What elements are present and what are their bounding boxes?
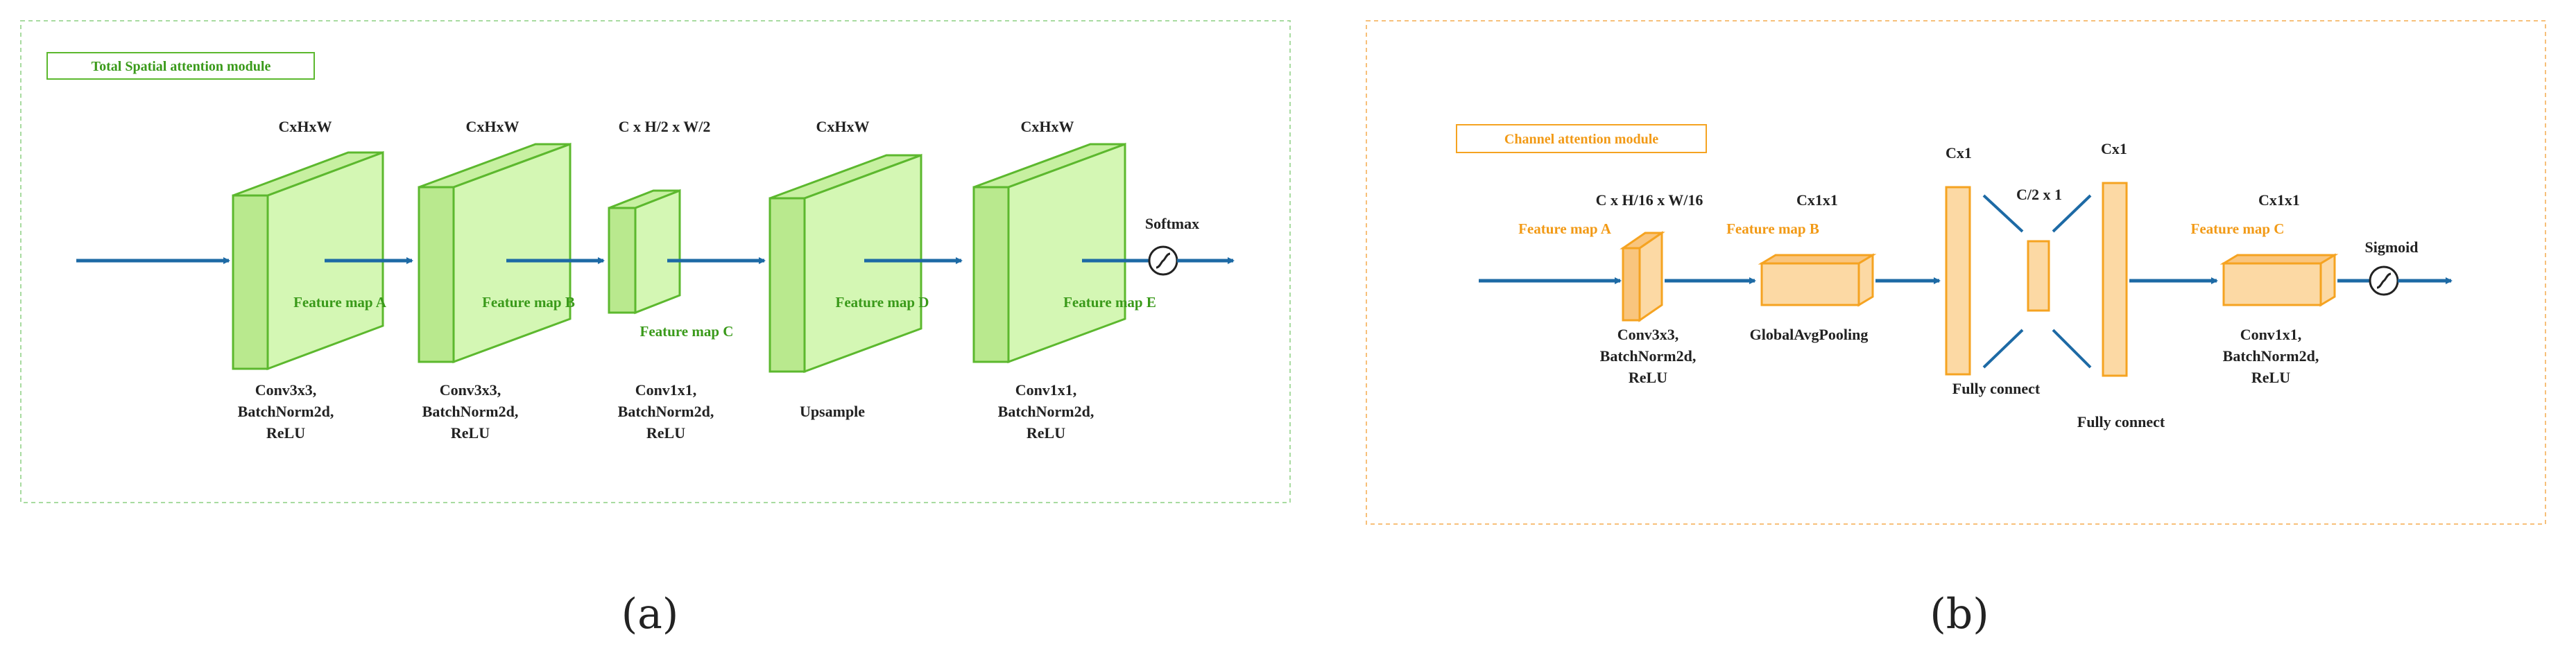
- channel-feature-map-b-block: Cx1x1 GlobalAvgPooling: [1750, 191, 1877, 343]
- fc-output-bar: [2102, 182, 2128, 377]
- channel-feature-map-c-front: [2222, 262, 2322, 306]
- feature-map-b-label: Feature map B: [482, 294, 575, 311]
- sigmoid-node: [2369, 265, 2399, 296]
- feature-map-b-block: CxHxW Feature map B Conv3x3, BatchNorm2d…: [418, 118, 575, 442]
- sigmoid-glyph: [2376, 272, 2392, 289]
- channel-feature-map-a-label: Feature map A: [1518, 220, 1612, 237]
- channel-feature-map-c-op-1: Conv1x1,: [2240, 326, 2302, 343]
- fc-line-4: [2052, 329, 2092, 369]
- fc-input-bar: [1945, 186, 1971, 376]
- channel-feature-map-c-side: [2319, 253, 2336, 307]
- fc-middle-op: Fully connect: [1952, 380, 2041, 397]
- panel-b-frame: [1366, 20, 2546, 525]
- feature-map-e-label: Feature map E: [1063, 294, 1156, 311]
- feature-map-a-dim: CxHxW: [279, 118, 332, 135]
- fc-output-dim: Cx1: [2101, 140, 2127, 157]
- fc-input-dim: Cx1: [1946, 144, 1972, 162]
- feature-map-b-front: [418, 186, 455, 363]
- channel-feature-map-c-op-2: BatchNorm2d,: [2223, 347, 2319, 365]
- feature-map-d-dim: CxHxW: [816, 118, 870, 135]
- channel-feature-map-c-block: Cx1x1 Conv1x1, BatchNorm2d, ReLU: [2219, 191, 2339, 386]
- fc-line-2: [1982, 329, 2024, 369]
- fc-input-vector: Cx1: [1945, 144, 1972, 376]
- panel-a-title: Total Spatial attention module: [92, 59, 271, 74]
- feature-map-b-dim: CxHxW: [466, 118, 520, 135]
- channel-feature-map-b-dim: Cx1x1: [1796, 191, 1838, 209]
- panel-a: Total Spatial attention module CxHxW Fea…: [20, 20, 1291, 503]
- feature-map-c-side: [634, 189, 681, 315]
- channel-feature-map-c-op-3: ReLU: [2251, 369, 2290, 386]
- channel-feature-map-a-side: [1638, 231, 1663, 322]
- panel-b-title: Channel attention module: [1504, 132, 1658, 147]
- fc-output-vector: Cx1 Fully connect: [2077, 140, 2165, 430]
- feature-map-b-op-3: ReLU: [451, 424, 490, 442]
- feature-map-a-op-2: BatchNorm2d,: [238, 403, 334, 420]
- fc-line-1: [1982, 194, 2024, 233]
- channel-feature-map-a-op-2: BatchNorm2d,: [1600, 347, 1697, 365]
- feature-map-a-block: CxHxW Feature map A Conv3x3, BatchNorm2d…: [232, 118, 387, 442]
- feature-map-b-op-2: BatchNorm2d,: [422, 403, 519, 420]
- feature-map-c-front: [608, 207, 637, 314]
- channel-feature-map-a-block: C x H/16 x W/16 Conv3x3, BatchNorm2d, Re…: [1596, 191, 1703, 386]
- caption-b: (b): [1930, 590, 1989, 638]
- softmax-label: Softmax: [1145, 215, 1199, 232]
- fc-output-op: Fully connect: [2077, 413, 2165, 430]
- feature-map-e-op-3: ReLU: [1027, 424, 1065, 442]
- channel-feature-map-b-side: [1857, 253, 1874, 307]
- channel-feature-map-a-dim: C x H/16 x W/16: [1596, 191, 1703, 209]
- feature-map-e-front: [972, 186, 1010, 363]
- channel-feature-map-c-dim: Cx1x1: [2258, 191, 2300, 209]
- softmax-node: [1148, 245, 1178, 276]
- feature-map-c-label: Feature map C: [640, 323, 734, 340]
- feature-map-e-block: CxHxW Feature map E Conv1x1, BatchNorm2d…: [972, 118, 1156, 442]
- fc-middle-bar: [2027, 240, 2050, 312]
- channel-feature-map-b-label: Feature map B: [1726, 220, 1819, 237]
- panel-a-title-box: [46, 52, 315, 80]
- feature-map-d-block: CxHxW Feature map D Upsample: [768, 118, 929, 420]
- feature-map-e-dim: CxHxW: [1021, 118, 1074, 135]
- panel-b-title-box: [1456, 124, 1707, 153]
- feature-map-c-op-3: ReLU: [646, 424, 685, 442]
- sigmoid-label: Sigmoid: [2364, 238, 2418, 256]
- fc-middle-vector: C/2 x 1 Fully connect: [1952, 186, 2062, 397]
- feature-map-c-op-2: BatchNorm2d,: [618, 403, 714, 420]
- channel-feature-map-a-op-3: ReLU: [1629, 369, 1667, 386]
- feature-map-e-op-2: BatchNorm2d,: [998, 403, 1094, 420]
- panel-b: Channel attention module Feature map A C…: [1366, 20, 2546, 525]
- panel-a-frame: [20, 20, 1291, 503]
- channel-feature-map-c-top: [2219, 254, 2339, 265]
- feature-map-c-dim: C x H/2 x W/2: [619, 118, 711, 135]
- fc-middle-dim: C/2 x 1: [2016, 186, 2062, 203]
- feature-map-a-op-3: ReLU: [266, 424, 305, 442]
- channel-feature-map-b-front: [1760, 262, 1860, 306]
- channel-feature-map-b-top: [1758, 254, 1877, 265]
- feature-map-a-front: [232, 194, 269, 370]
- fc-line-3: [2052, 194, 2092, 233]
- feature-map-a-label: Feature map A: [293, 294, 387, 311]
- feature-map-d-front: [768, 197, 806, 373]
- caption-a: (a): [621, 590, 679, 638]
- channel-feature-map-b-op-1: GlobalAvgPooling: [1750, 326, 1869, 343]
- feature-map-d-label: Feature map D: [836, 294, 929, 311]
- feature-map-c-op-1: Conv1x1,: [635, 381, 697, 399]
- feature-map-b-op-1: Conv3x3,: [440, 381, 501, 399]
- feature-map-d-op-1: Upsample: [800, 403, 865, 420]
- feature-map-c-block: C x H/2 x W/2 Feature map C Conv1x1, Bat…: [608, 118, 734, 442]
- softmax-sigmoid-glyph: [1156, 252, 1171, 269]
- channel-feature-map-a-front: [1622, 247, 1641, 322]
- channel-feature-map-a-op-1: Conv3x3,: [1617, 326, 1679, 343]
- feature-map-a-op-1: Conv3x3,: [255, 381, 317, 399]
- channel-feature-map-c-label: Feature map C: [2191, 220, 2285, 237]
- feature-map-e-op-1: Conv1x1,: [1015, 381, 1077, 399]
